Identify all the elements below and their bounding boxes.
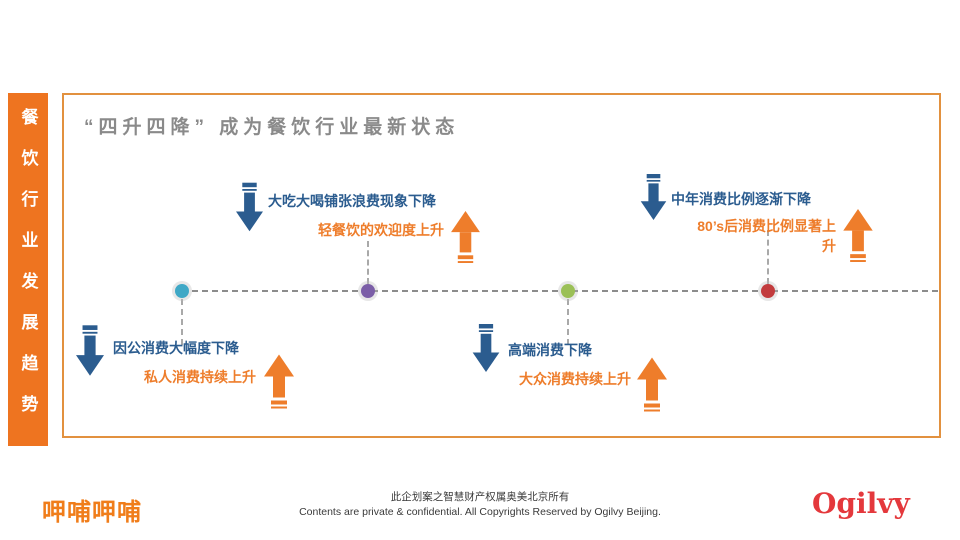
timeline-dot-3 [561,284,575,298]
copyright-line-en: Contents are private & confidential. All… [299,506,661,518]
agency-logo: Ogilvy [812,487,910,520]
copyright-line-cn: 此企划案之智慧财产权属奥美北京所有 [390,491,570,503]
rise-label-3: 大众消费持续上升 [519,371,631,387]
slide-title: “四升四降” 成为餐饮行业最新状态 [84,117,460,138]
client-logo: 呷哺呷哺 [42,499,142,526]
rise-label-1: 私人消费持续上升 [144,369,256,385]
dashed-connector-1 [181,299,183,345]
decline-label-1: 因公消费大幅度下降 [113,340,239,356]
decline-label-4: 中年消费比例逐渐下降 [671,191,811,207]
decline-label-2: 大吃大喝铺张浪费现象下降 [268,193,436,209]
copyright-block: 此企划案之智慧财产权属奥美北京所有 Contents are private &… [220,489,740,518]
up-arrow-icon [843,209,873,262]
content-panel [62,93,941,438]
up-arrow-icon [637,357,667,412]
decline-label-3: 高端消费下降 [508,342,592,358]
down-arrow-icon [76,324,104,377]
timeline-axis [182,290,938,292]
up-arrow-icon [451,211,480,263]
sidebar-label: 餐饮行业发展趋势 [18,108,38,436]
sidebar-vertical-banner: 餐饮行业发展趋势 [8,93,48,446]
down-arrow-icon [640,174,667,220]
dashed-connector-4 [767,230,769,284]
dashed-connector-3 [567,299,569,345]
down-arrow-icon [472,324,500,372]
up-arrow-icon [264,354,294,409]
down-arrow-icon [236,182,263,232]
rise-label-4: 80’s后消费比例显著上升 [697,218,836,255]
rise-label-2: 轻餐饮的欢迎度上升 [318,222,444,238]
timeline-dot-1 [175,284,189,298]
timeline-dot-4 [761,284,775,298]
dashed-connector-2 [367,241,369,284]
timeline-dot-2 [361,284,375,298]
